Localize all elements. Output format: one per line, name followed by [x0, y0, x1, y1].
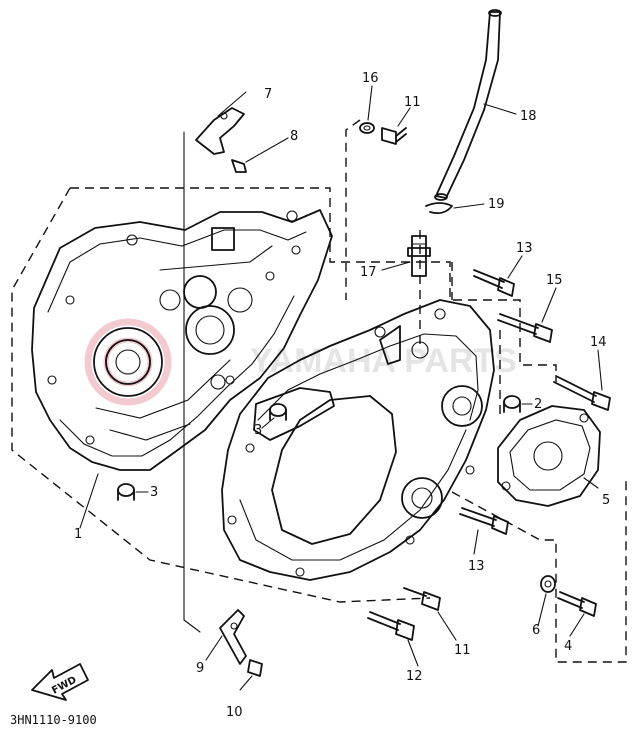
side-cover: [497, 405, 601, 507]
callout-19: 19: [488, 197, 505, 212]
bolt-13-upper: [473, 269, 515, 297]
callout-11-lower: 11: [454, 643, 471, 658]
dowel-pin-2: [503, 395, 521, 413]
callout-18: 18: [520, 109, 537, 124]
callout-9: 9: [196, 661, 204, 676]
bolt-4: [557, 591, 597, 617]
callout-8: 8: [290, 129, 298, 144]
left-crankcase-half: [31, 209, 333, 471]
callout-3-upper: 3: [254, 423, 262, 438]
bolt-13-lower: [459, 507, 509, 535]
bolt-11-top: [381, 127, 407, 145]
forward-arrow: FWD: [31, 663, 89, 701]
callout-17: 17: [360, 265, 377, 280]
callout-4: 4: [564, 639, 572, 654]
callout-16: 16: [362, 71, 379, 86]
bracket-9: [219, 609, 247, 665]
callouts: 1 2 3 3 4 5 6 7 8 9 10 11 11 12 13 13 14…: [74, 71, 610, 720]
callout-12: 12: [406, 669, 423, 684]
dowel-pin-3-upper: [269, 403, 287, 421]
callout-1: 1: [74, 527, 82, 542]
callout-13-upper: 13: [516, 241, 533, 256]
callout-15: 15: [546, 273, 563, 288]
bolt-11-lower: [403, 587, 441, 611]
figure-code: 3HN1110-9100: [10, 713, 97, 727]
callout-5: 5: [602, 493, 610, 508]
dowel-pin-3-lower: [117, 483, 135, 501]
washer-16: [359, 122, 375, 134]
washer-6: [540, 575, 556, 593]
bolt-12: [367, 611, 415, 641]
leader-lines: [79, 85, 603, 691]
bracket-7: [195, 107, 245, 155]
callout-3-lower: 3: [150, 485, 158, 500]
right-crankcase-half: [221, 299, 495, 581]
bolt-14: [553, 375, 611, 411]
watermark: YAMAHA PARTS: [84, 318, 517, 406]
callout-13-lower: 13: [468, 559, 485, 574]
breather-pipe: [434, 9, 502, 201]
callout-11-top: 11: [404, 95, 421, 110]
bolt-15: [497, 313, 553, 343]
callout-2: 2: [534, 397, 542, 412]
assembly-boundary: [11, 119, 627, 663]
screw-8: [231, 159, 247, 173]
callout-14: 14: [590, 335, 607, 350]
breather-fitting: [407, 235, 431, 277]
screw-10: [247, 659, 263, 677]
hose-clip: [425, 202, 453, 215]
callout-10: 10: [226, 705, 243, 720]
callout-6: 6: [532, 623, 540, 638]
callout-7: 7: [264, 87, 272, 102]
